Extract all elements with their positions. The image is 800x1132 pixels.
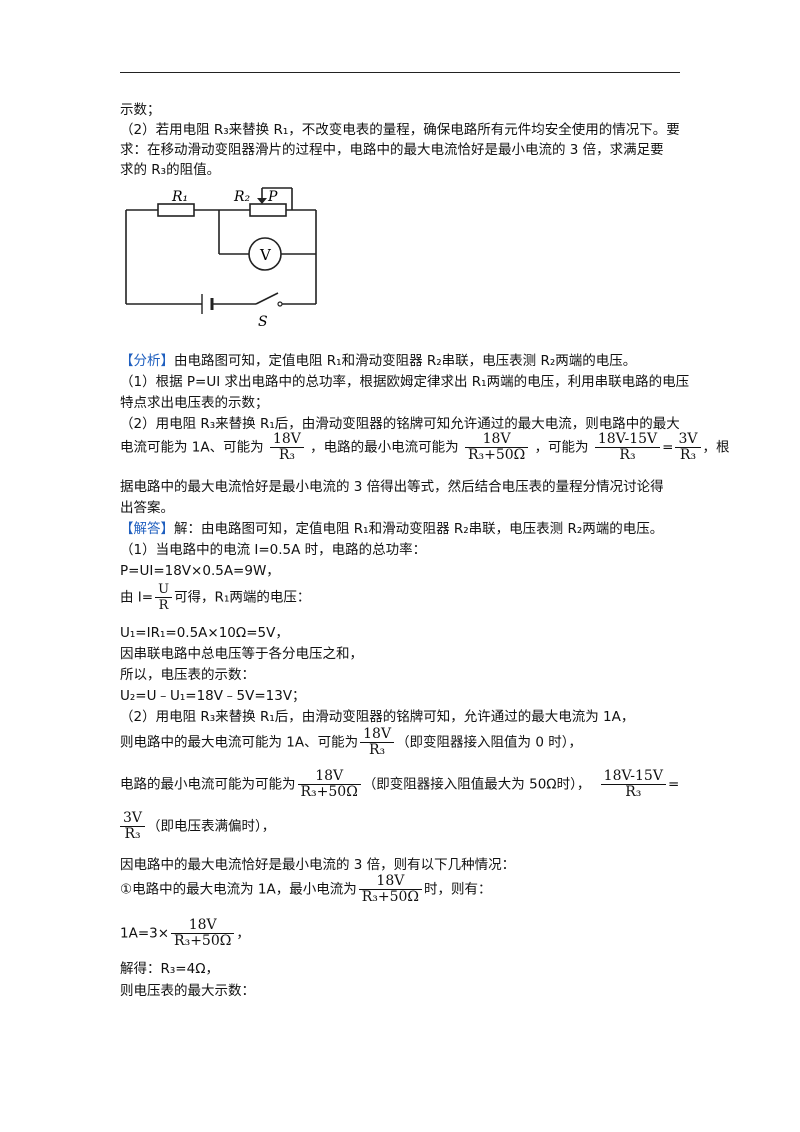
solution-line-9: （2）用电阻 R₃来替换 R₁后，由滑动变阻器的铭牌可知，允许通过的最大电流为 … <box>120 709 635 725</box>
r2-label: R₂ <box>233 189 251 205</box>
question-line-4: 求的 R₃的阻值。 <box>120 162 221 178</box>
solution-line-3: P=UI=18V×0.5A=9W， <box>120 563 280 579</box>
solution-line-8: U₂=U﹣U₁=18V﹣5V=13V； <box>120 688 306 704</box>
analysis-line-2: （1）根据 P=UI 求出电路中的总功率，根据欧姆定律求出 R₁两端的电压，利用… <box>120 374 690 390</box>
question-line-3: 求：在移动滑动变阻器滑片的过程中，电路中的最大电流恰好是最小电流的 3 倍，求满… <box>120 142 664 158</box>
analysis-tag: 【分析】 <box>120 353 174 369</box>
solution-line-17: 则电压表的最大示数： <box>120 983 255 999</box>
resistor-r1 <box>157 203 195 217</box>
rheostat-r2 <box>249 203 287 217</box>
circuit-diagram: R₁ R₂ P V S <box>125 187 317 330</box>
solution-line-2: （1）当电路中的电流 I=0.5A 时，电路的总功率： <box>120 542 427 558</box>
slider-arrow <box>257 198 267 204</box>
header-rule <box>120 72 680 73</box>
analysis-line-4: （2）用电阻 R₃来替换 R₁后，由滑动变阻器的铭牌可知允许通过的最大电流，则电… <box>120 416 680 432</box>
p-label: P <box>267 189 278 205</box>
voltmeter-label: V <box>259 246 272 264</box>
solution-line-6: 因串联电路中总电压等于各分电压之和， <box>120 646 363 662</box>
switch-label: S <box>258 314 268 330</box>
analysis-line-6: 据电路中的最大电流恰好是最小电流的 3 倍得出等式，然后结合电压表的量程分情况讨… <box>120 479 664 495</box>
analysis-line-1: 【分析】由电路图可知，定值电阻 R₁和滑动变阻器 R₂串联，电压表测 R₂两端的… <box>120 353 637 369</box>
analysis-line-7: 出答案。 <box>120 500 174 516</box>
solution-line-16: 解得：R₃=4Ω， <box>120 961 220 977</box>
r1-label: R₁ <box>171 189 188 205</box>
analysis-line-3: 特点求出电压表的示数； <box>120 395 269 411</box>
solution-line-1: 【解答】解：由电路图可知，定值电阻 R₁和滑动变阻器 R₂串联，电压表测 R₂两… <box>120 521 664 537</box>
switch-blade <box>255 292 279 305</box>
question-line-2: （2）若用电阻 R₃来替换 R₁，不改变电表的量程，确保电路所有元件均安全使用的… <box>120 122 680 138</box>
solution-line-7: 所以，电压表的示数： <box>120 667 255 683</box>
solution-tag: 【解答】 <box>120 521 174 537</box>
solution-line-5: U₁=IR₁=0.5A×10Ω=5V， <box>120 625 289 641</box>
question-line-1: 示数； <box>120 102 161 118</box>
solution-line-13: 因电路中的最大电流恰好是最小电流的 3 倍，则有以下几种情况： <box>120 857 516 873</box>
